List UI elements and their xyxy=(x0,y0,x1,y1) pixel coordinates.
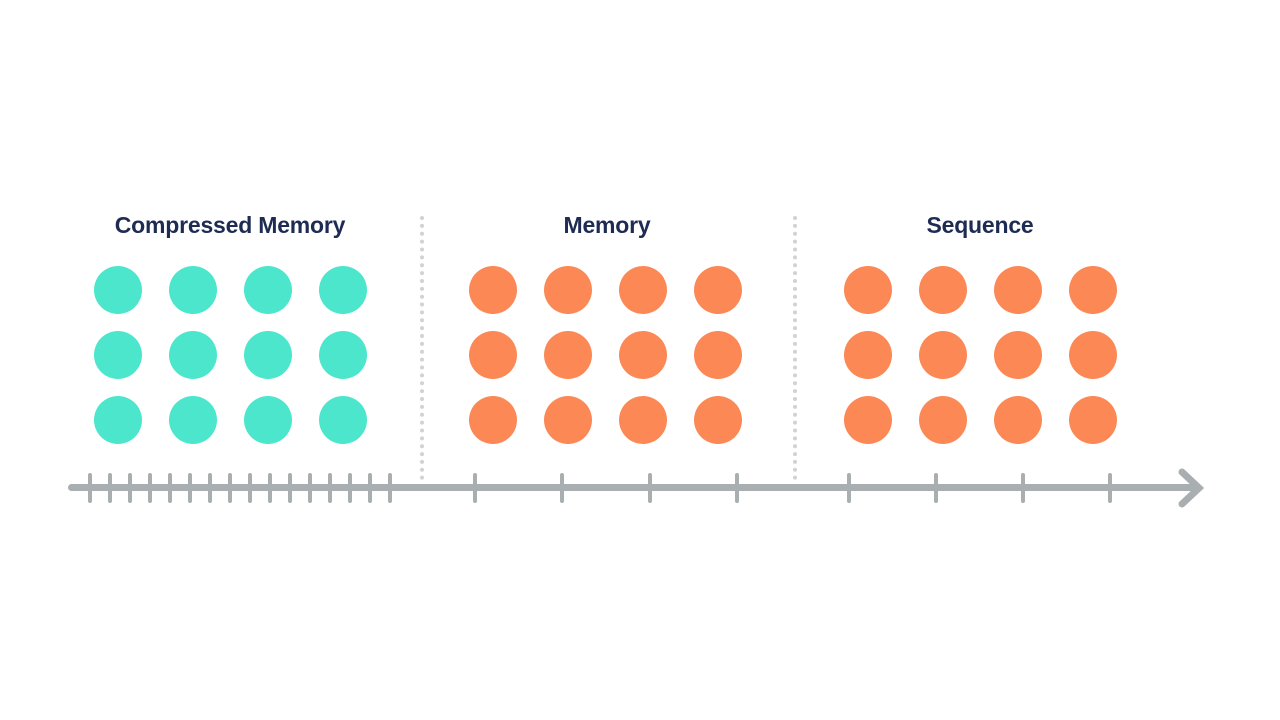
axis-tick xyxy=(1108,472,1112,503)
axis-tick xyxy=(328,472,332,503)
dot-orange xyxy=(469,396,517,444)
axis-tick xyxy=(248,472,252,503)
axis-tick xyxy=(268,472,272,503)
dot-orange xyxy=(694,266,742,314)
dot-orange xyxy=(844,266,892,314)
axis-tick xyxy=(388,472,392,503)
dot-teal xyxy=(169,266,217,314)
dot-orange xyxy=(994,396,1042,444)
dot-teal xyxy=(169,331,217,379)
group-label-sequence: Sequence xyxy=(926,212,1034,238)
axis-tick xyxy=(308,472,312,503)
group-label-memory: Memory xyxy=(563,212,651,238)
axis-tick xyxy=(348,472,352,503)
dot-orange xyxy=(619,266,667,314)
dot-orange xyxy=(619,396,667,444)
dot-teal xyxy=(94,266,142,314)
axis-tick xyxy=(208,472,212,503)
dot-orange xyxy=(469,266,517,314)
axis-tick xyxy=(368,472,372,503)
dot-teal xyxy=(244,331,292,379)
dot-orange xyxy=(544,331,592,379)
dot-orange xyxy=(919,266,967,314)
axis-tick xyxy=(128,472,132,503)
timeline-axis-line xyxy=(68,484,1196,491)
dot-orange xyxy=(694,331,742,379)
dot-teal xyxy=(319,331,367,379)
dot-orange xyxy=(619,331,667,379)
dot-orange xyxy=(694,396,742,444)
dot-grid-sequence xyxy=(844,266,1117,444)
axis-tick xyxy=(108,472,112,503)
dot-teal xyxy=(319,266,367,314)
axis-tick xyxy=(847,472,851,503)
divider-memory-sequence xyxy=(793,216,797,480)
dot-orange xyxy=(469,331,517,379)
dot-orange xyxy=(1069,331,1117,379)
axis-tick xyxy=(473,472,477,503)
axis-tick xyxy=(934,472,938,503)
timeline-arrow-icon xyxy=(1178,468,1204,508)
dot-orange xyxy=(919,331,967,379)
dot-orange xyxy=(1069,266,1117,314)
dot-teal xyxy=(94,396,142,444)
dot-teal xyxy=(244,266,292,314)
dot-grid-compressed-memory xyxy=(94,266,367,444)
dot-grid-memory xyxy=(469,266,742,444)
dot-orange xyxy=(994,266,1042,314)
axis-tick xyxy=(88,472,92,503)
axis-tick xyxy=(188,472,192,503)
dot-teal xyxy=(244,396,292,444)
axis-tick xyxy=(148,472,152,503)
group-label-compressed-memory: Compressed Memory xyxy=(114,212,346,238)
dot-orange xyxy=(844,396,892,444)
axis-tick xyxy=(648,472,652,503)
dot-orange xyxy=(544,266,592,314)
dot-teal xyxy=(94,331,142,379)
dot-teal xyxy=(319,396,367,444)
dot-orange xyxy=(994,331,1042,379)
dot-orange xyxy=(844,331,892,379)
dot-orange xyxy=(919,396,967,444)
axis-tick xyxy=(288,472,292,503)
dot-orange xyxy=(1069,396,1117,444)
axis-tick xyxy=(560,472,564,503)
axis-tick xyxy=(1021,472,1025,503)
axis-tick xyxy=(735,472,739,503)
divider-compressed-memory xyxy=(420,216,424,480)
dot-teal xyxy=(169,396,217,444)
dot-orange xyxy=(544,396,592,444)
axis-tick xyxy=(228,472,232,503)
axis-tick xyxy=(168,472,172,503)
